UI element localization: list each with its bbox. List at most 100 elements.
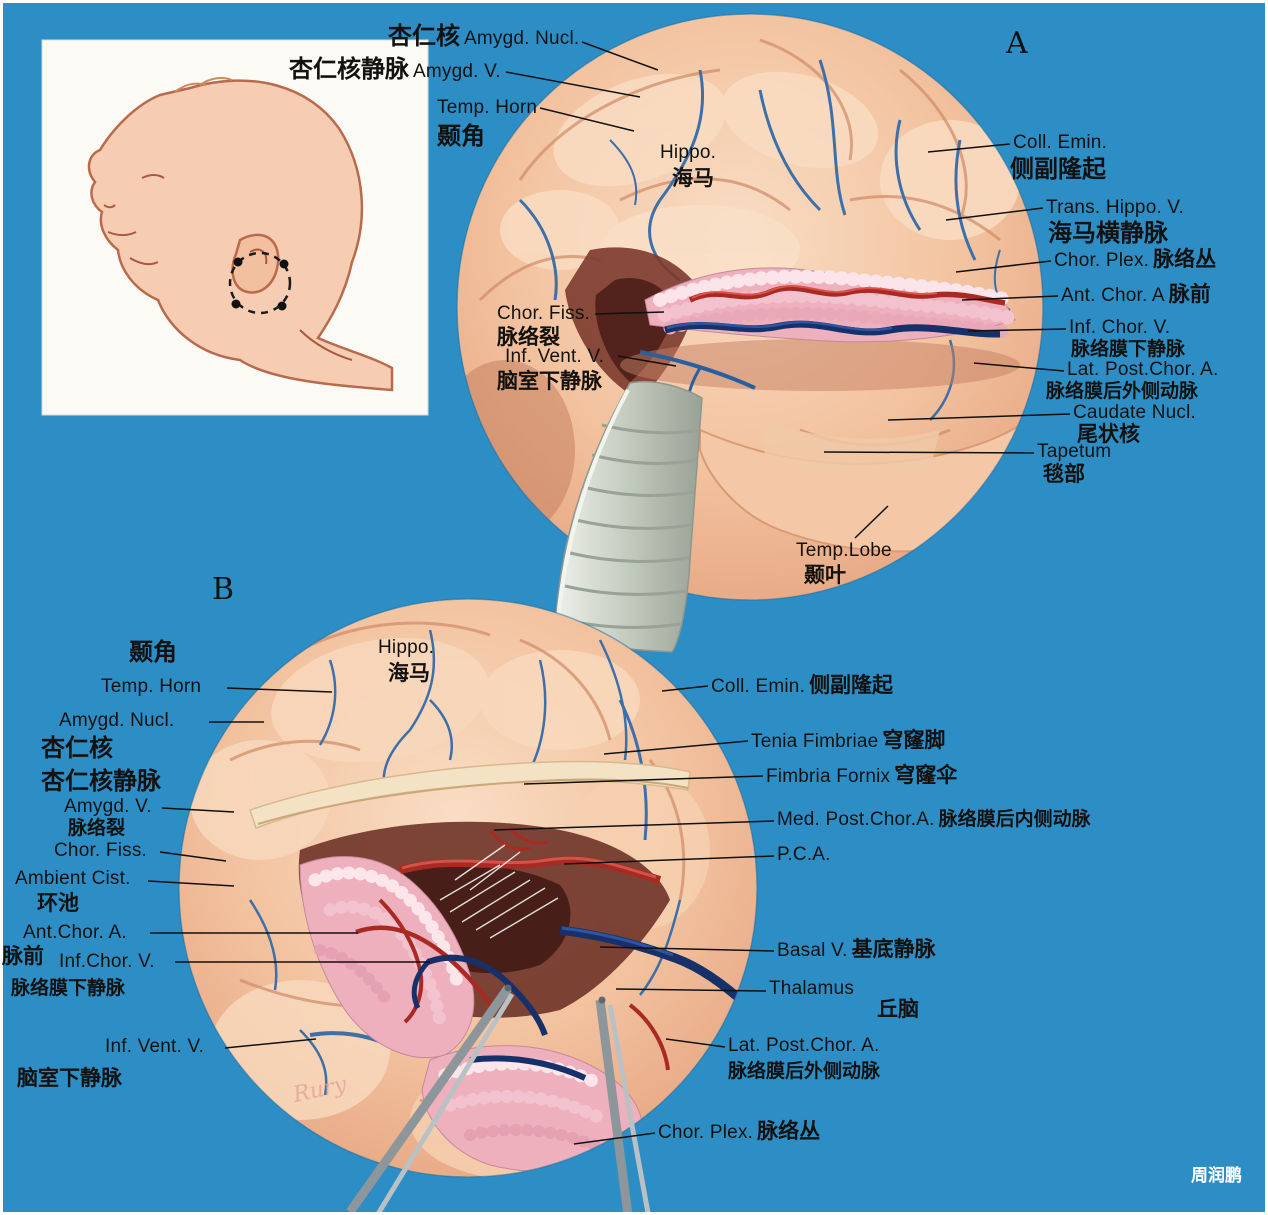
label-b-ambient-cist-en: Ambient Cist. bbox=[15, 868, 131, 889]
label-a-chor-plex-zh: 脉络丛 bbox=[1153, 248, 1217, 271]
label-b-coll-emin-en: Coll. Emin. bbox=[711, 676, 806, 697]
burr-holes bbox=[231, 257, 289, 311]
label-a-hippo-en: Hippo. bbox=[660, 142, 717, 163]
label-a-caudate-nucl-zh: 尾状核 bbox=[1077, 423, 1140, 446]
label-a-temp-lobe-zh: 颞叶 bbox=[804, 564, 846, 587]
label-a-lat-post-chor-a-zh: 脉络膜后外侧动脉 bbox=[1046, 381, 1199, 402]
pca-artery bbox=[398, 856, 662, 884]
anterior-choroidal-artery-a bbox=[688, 285, 1006, 306]
forceps-instrument bbox=[595, 996, 651, 1215]
label-b-tenia-fimbriae-en: Tenia Fimbriae bbox=[751, 731, 879, 752]
label-b-inf-chor-v-zh: 脉络膜下静脉 bbox=[11, 978, 126, 999]
label-b-lat-post-chor-a-en: Lat. Post.Chor. A. bbox=[728, 1035, 880, 1056]
label-a-chor-fiss-zh: 脉络裂 bbox=[497, 326, 560, 349]
inferior-choroidal-vein-a bbox=[664, 320, 1001, 338]
plexus-granules-a bbox=[653, 269, 1017, 339]
label-b-tenia-fimbriae-zh: 穹窿脚 bbox=[882, 729, 946, 752]
arachnoid-strands bbox=[439, 844, 559, 939]
label-b-ambient-cist-zh: 环池 bbox=[37, 892, 79, 915]
label-b-thalamus-zh: 丘脑 bbox=[877, 998, 919, 1021]
label-a-tapetum-en: Tapetum bbox=[1037, 441, 1112, 462]
head-outline bbox=[87, 79, 394, 392]
label-b-ant-chor-a-zh: 脉前 bbox=[2, 945, 44, 968]
label-b-chor-plex-zh: 脉络丛 bbox=[757, 1120, 821, 1143]
label-b-inf-chor-v-en: Inf.Chor. V. bbox=[59, 951, 155, 972]
retractor-blade bbox=[554, 380, 703, 653]
label-a-amygd-v-en: Amygd. V. bbox=[413, 61, 501, 82]
label-b-amygd-v-en: Amygd. V. bbox=[64, 796, 152, 817]
label-b-inf-vent-v-en: Inf. Vent. V. bbox=[105, 1036, 205, 1057]
label-b-basal-v-zh: 基底静脉 bbox=[851, 938, 936, 961]
basal-vein bbox=[559, 925, 754, 1012]
panel-b-letter: B bbox=[212, 572, 235, 607]
label-b-chor-plex-en: Chor. Plex. bbox=[658, 1122, 754, 1143]
label-b-amygd-nucl-en: Amygd. Nucl. bbox=[59, 710, 175, 731]
label-a-ant-chor-a-zh: 脉前 bbox=[1168, 283, 1211, 306]
dissector-instrument bbox=[346, 984, 515, 1215]
craniotomy-circle bbox=[228, 251, 292, 315]
label-b-hippo-en: Hippo. bbox=[378, 637, 435, 658]
label-a-lat-post-chor-a-en: Lat. Post.Chor. A. bbox=[1067, 359, 1219, 380]
label-b-basal-v: Basal V.基底静脉 bbox=[777, 938, 936, 961]
label-b-chor-plex: Chor. Plex.脉络丛 bbox=[658, 1120, 821, 1143]
label-b-coll-emin-zh: 侧副隆起 bbox=[809, 674, 894, 697]
label-b-temp-horn-zh: 颞角 bbox=[129, 639, 177, 666]
label-a-temp-horn-en: Temp. Horn bbox=[437, 97, 538, 118]
label-b-fimbria-fornix-en: Fimbria Fornix bbox=[766, 766, 891, 787]
label-b-temp-horn-en: Temp. Horn bbox=[101, 676, 202, 697]
watermark-text: 周润鹏 bbox=[1191, 1166, 1242, 1185]
label-b-ant-chor-a-en: Ant.Chor. A. bbox=[23, 922, 127, 943]
label-a-ant-chor-a-en: Ant. Chor. A bbox=[1061, 285, 1165, 306]
label-b-amygd-nucl-zh: 杏仁核 bbox=[41, 735, 113, 762]
label-b-chor-fiss-en: Chor. Fiss. bbox=[54, 840, 147, 861]
label-a-inf-chor-v-en: Inf. Chor. V. bbox=[1069, 317, 1171, 338]
label-a-temp-lobe-en: Temp.Lobe bbox=[796, 540, 892, 561]
label-a-chor-fiss-en: Chor. Fiss. bbox=[497, 303, 590, 324]
label-b-pca-en: P.C.A. bbox=[777, 844, 831, 865]
label-b-lat-post-chor-a-zh: 脉络膜后外侧动脉 bbox=[728, 1061, 881, 1082]
label-a-amygd-v-zh: 杏仁核静脉 bbox=[289, 56, 409, 83]
label-b-coll-emin: Coll. Emin.侧副隆起 bbox=[711, 674, 894, 697]
head-orientation-inset bbox=[41, 39, 429, 416]
label-a-trans-hippo-v-zh: 海马横静脉 bbox=[1048, 220, 1168, 247]
label-a-caudate-nucl-en: Caudate Nucl. bbox=[1073, 402, 1197, 423]
label-b-basal-v-en: Basal V. bbox=[777, 940, 848, 961]
label-a-coll-emin-zh: 侧副隆起 bbox=[1010, 156, 1106, 183]
label-a-trans-hippo-v-en: Trans. Hippo. V. bbox=[1046, 197, 1185, 218]
label-b-amygd-v-zh: 杏仁核静脉 bbox=[41, 768, 161, 795]
tapetum-band bbox=[760, 420, 940, 478]
label-a-inf-vent-v-zh: 脑室下静脉 bbox=[497, 370, 602, 393]
label-a-chor-plex: Chor. Plex.脉络丛 bbox=[1054, 248, 1217, 271]
label-a-inf-vent-v-en: Inf. Vent. V. bbox=[505, 346, 605, 367]
panel-a-letter: A bbox=[1006, 26, 1028, 61]
label-b-chor-fiss-zh: 脉络裂 bbox=[68, 818, 126, 839]
face-features bbox=[103, 76, 353, 361]
label-b-med-post-chor-a: Med. Post.Chor.A.脉络膜后内侧动脉 bbox=[777, 810, 1091, 830]
label-b-fimbria-fornix-zh: 穹窿伞 bbox=[894, 764, 958, 787]
leader-lines bbox=[147, 41, 1071, 1145]
label-b-med-post-chor-a-en: Med. Post.Chor.A. bbox=[777, 809, 935, 830]
label-a-chor-plex-en: Chor. Plex. bbox=[1054, 250, 1150, 271]
label-a-temp-horn-zh: 颞角 bbox=[437, 123, 485, 150]
label-a-coll-emin-en: Coll. Emin. bbox=[1013, 132, 1108, 153]
label-b-med-post-chor-a-zh: 脉络膜后内侧动脉 bbox=[938, 809, 1091, 830]
label-a-amygd-nucl-en: Amygd. Nucl. bbox=[464, 28, 580, 49]
label-b-inf-vent-v-zh: 脑室下静脉 bbox=[17, 1067, 122, 1090]
retractor-ridges bbox=[559, 423, 700, 629]
label-a-amygd-nucl-zh: 杏仁核 bbox=[388, 23, 460, 50]
label-a-hippo-zh: 海马 bbox=[672, 167, 714, 190]
label-b-thalamus-en: Thalamus bbox=[769, 978, 855, 999]
label-b-hippo-zh: 海马 bbox=[388, 662, 430, 685]
label-a-tapetum-zh: 毯部 bbox=[1043, 463, 1085, 486]
inferior-choroidal-vein-b bbox=[411, 954, 587, 1081]
tenia-fimbriae-line bbox=[257, 778, 689, 825]
